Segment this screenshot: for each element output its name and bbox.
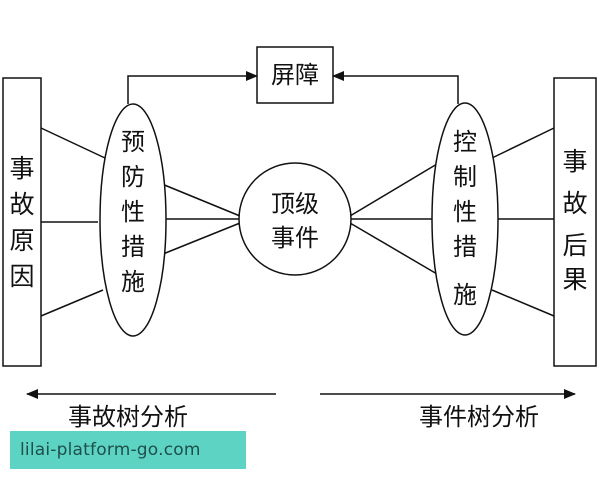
preventive-char-5: 施 — [121, 268, 145, 296]
cause-line-bottom — [40, 289, 104, 317]
preventive-char-1: 预 — [121, 128, 145, 156]
top-event-line-1: 顶级 — [271, 190, 319, 218]
consequences-char-3: 后 — [562, 231, 587, 260]
preventive-char-2: 防 — [121, 163, 145, 191]
control-char-2: 制 — [453, 163, 477, 191]
causes-char-1: 事 — [9, 154, 34, 183]
consequence-line-top — [491, 127, 555, 159]
consequence-line-bottom — [491, 289, 555, 317]
control-line-bottom — [349, 222, 438, 275]
control-to-barrier-arrow — [332, 71, 459, 104]
causes-char-3: 原 — [9, 226, 34, 255]
control-char-3: 性 — [453, 198, 477, 226]
consequences-char-1: 事 — [562, 147, 587, 176]
top-event-line-2: 事件 — [271, 224, 319, 252]
prevent-to-barrier-arrow — [127, 71, 258, 104]
watermark: lilai-platform-go.com — [10, 431, 246, 469]
event-tree-label: 事件树分析 — [419, 403, 539, 431]
prevent-line-top — [161, 183, 241, 217]
preventive-measures-oval — [99, 103, 167, 337]
preventive-char-4: 措 — [121, 233, 145, 261]
control-char-4: 措 — [453, 233, 477, 261]
consequences-box — [553, 77, 597, 367]
control-char-5: 施 — [453, 281, 477, 309]
cause-line-top — [40, 127, 106, 159]
consequences-char-2: 故 — [562, 189, 587, 218]
control-char-1: 控 — [453, 128, 477, 156]
top-event-circle — [238, 162, 352, 276]
control-line-top — [349, 163, 438, 217]
fault-tree-label: 事故树分析 — [68, 403, 188, 431]
consequences-char-4: 果 — [562, 265, 587, 294]
causes-box — [2, 77, 42, 367]
causes-char-2: 故 — [9, 190, 34, 219]
prevent-line-bottom — [162, 222, 241, 255]
barrier-label: 屏障 — [271, 61, 319, 89]
control-measures-oval — [431, 102, 499, 336]
causes-char-4: 因 — [9, 262, 34, 291]
preventive-char-3: 性 — [121, 198, 145, 226]
